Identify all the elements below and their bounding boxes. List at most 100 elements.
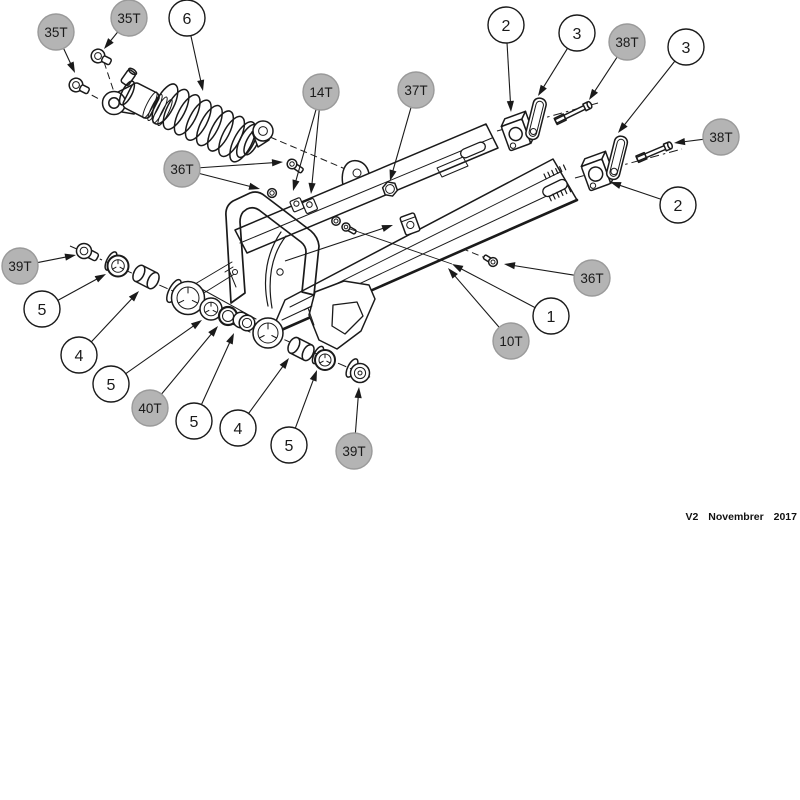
balloon-label-2-top: 2 — [502, 18, 511, 35]
balloon-label-37T: 37T — [404, 83, 427, 98]
arch-hole — [232, 269, 238, 275]
lower-beam-hatch-top — [543, 164, 567, 180]
balloon-38T-top: 38T — [608, 23, 646, 61]
balloon-label-5-c: 5 — [190, 414, 199, 431]
leader-35T-left — [63, 48, 75, 73]
balloon-35T-top: 35T — [110, 0, 148, 37]
balloon-label-36T-left: 36T — [170, 162, 193, 177]
balloon-3-top: 3 — [558, 14, 596, 52]
swingarm-body — [166, 123, 579, 350]
balloon-5-d: 5 — [270, 426, 308, 464]
balloon-label-5-a: 5 — [38, 302, 47, 319]
axle-bolt-lower — [635, 141, 674, 164]
footer-version-date: V2 Novembrer 2017 — [686, 511, 798, 523]
lower-beam-hatch-bottom — [548, 186, 572, 202]
balloon-36T-left: 36T — [163, 150, 201, 188]
balloon-label-4-a: 4 — [75, 348, 84, 365]
leader-6 — [190, 35, 205, 91]
balloon-label-5-d: 5 — [285, 438, 294, 455]
balloon-label-4-b: 4 — [234, 421, 243, 438]
leader-extra-hose-guide-bracket — [284, 225, 393, 262]
left-pivot-spokes — [178, 286, 198, 304]
leader-38T-right — [674, 138, 704, 146]
balloon-label-39T-right: 39T — [342, 444, 365, 459]
leader-5-d — [294, 370, 317, 429]
tick-mark-left — [224, 266, 237, 288]
balloon-39T-left: 39T — [1, 247, 39, 285]
screw-36t-right — [482, 254, 499, 268]
bushing-inner-spokes — [204, 301, 218, 313]
balloon-label-40T: 40T — [138, 401, 161, 416]
balloon-6: 6 — [168, 0, 206, 37]
seal-ring-bore — [241, 317, 253, 329]
hose-guide-bracket — [399, 212, 421, 236]
bushing-left-spokes — [112, 259, 124, 270]
balloon-label-1: 1 — [547, 309, 556, 326]
washer-36t-left — [266, 187, 278, 199]
shock-reservoir — [120, 67, 138, 87]
spacer-right — [287, 336, 315, 362]
shock-body-cap — [118, 80, 136, 106]
balloon-3-right: 3 — [667, 28, 705, 66]
balloon-38T-right: 38T — [702, 118, 740, 156]
right-gusset-window — [331, 301, 364, 335]
balloon-5-b: 5 — [92, 365, 130, 403]
axle-bolt-upper — [553, 100, 593, 126]
balloon-label-6: 6 — [183, 11, 192, 28]
balloon-label-35T-left: 35T — [44, 25, 67, 40]
balloon-40T: 40T — [131, 389, 169, 427]
upper-beam-adjuster-slot — [460, 141, 486, 159]
leader-2-top — [506, 42, 514, 112]
upper-beam — [234, 123, 499, 254]
upper-beam-adjuster-channel — [436, 156, 469, 178]
balloon-4-b: 4 — [219, 409, 257, 447]
clamp-14t-right — [301, 197, 319, 215]
nut-37t — [381, 181, 399, 197]
axle-hardware — [500, 97, 674, 192]
leader-4-b — [248, 358, 289, 414]
shock-bolt-top — [90, 48, 112, 66]
leader-36T-left — [199, 159, 283, 169]
lower-axle-centerline — [574, 148, 683, 179]
balloon-label-14T: 14T — [309, 85, 332, 100]
spacer-left — [132, 264, 160, 290]
leader-2-right — [610, 182, 662, 200]
pivot-bolt-left — [75, 242, 100, 262]
washer-mid — [331, 216, 341, 226]
leader-36T-left-1 — [199, 172, 260, 190]
balloon-label-35T-top: 35T — [117, 11, 140, 26]
leader-lines — [37, 31, 704, 434]
leader-5-c — [200, 333, 234, 405]
shock-lower-eyelet — [252, 120, 274, 142]
shock-absorber — [68, 48, 274, 163]
balloon-14T: 14T — [302, 73, 340, 111]
balloon-label-36T-right: 36T — [580, 271, 603, 286]
pivot-bolt-right-head — [353, 366, 367, 380]
pivot-bolt-right-center — [357, 370, 363, 376]
shock-bolt-left — [68, 77, 90, 95]
leader-1 — [452, 264, 536, 309]
upper-axle-centerline — [496, 102, 599, 132]
balloon-35T-left: 35T — [37, 13, 75, 51]
axle-block-upper — [500, 110, 536, 152]
brace-hole — [276, 268, 284, 276]
balloon-label-3-right: 3 — [682, 40, 691, 57]
swingarm-arch-brace — [225, 191, 320, 304]
cross-brace-curves — [264, 231, 287, 309]
screw-36t-left — [286, 158, 304, 174]
shock-top-bolt-centerline — [103, 61, 115, 93]
screw-mid — [341, 222, 357, 235]
beam-fasteners — [266, 158, 499, 268]
leader-5-b — [125, 320, 202, 375]
balloon-label-2-right: 2 — [674, 198, 683, 215]
adjuster-clip-upper — [525, 97, 547, 141]
leader-38T-top — [589, 56, 618, 100]
balloon-39T-right: 39T — [335, 432, 373, 470]
clamp-14t-left — [289, 197, 305, 213]
leader-37T — [389, 107, 412, 181]
balloon-label-38T-top: 38T — [615, 35, 638, 50]
leader-14T — [292, 109, 317, 191]
